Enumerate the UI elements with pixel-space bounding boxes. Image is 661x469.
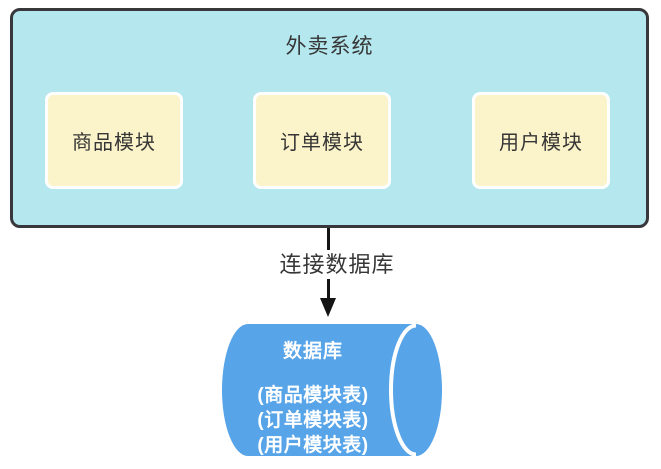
- table-row-user: (用户模块表): [257, 435, 369, 456]
- database-content: 数据库 (商品模块表) (订单模块表) (用户模块表): [222, 324, 404, 458]
- database-tables: (商品模块表) (订单模块表) (用户模块表): [222, 383, 404, 458]
- module-label-product: 商品模块: [72, 132, 156, 154]
- arrow-head-icon: [320, 298, 336, 317]
- module-box-user: 用户模块: [472, 92, 610, 189]
- system-title: 外卖系统: [285, 35, 374, 58]
- module-label-order: 订单模块: [280, 132, 364, 154]
- connection-label: 连接数据库: [274, 250, 400, 279]
- module-box-product: 商品模块: [45, 92, 183, 189]
- table-row-product: (商品模块表): [257, 385, 369, 406]
- system-container: 外卖系统 商品模块 订单模块 用户模块: [10, 8, 649, 228]
- database-cylinder: 数据库 (商品模块表) (订单模块表) (用户模块表): [222, 324, 442, 456]
- module-label-user: 用户模块: [499, 132, 583, 154]
- table-row-order: (订单模块表): [257, 410, 369, 431]
- module-box-order: 订单模块: [253, 92, 391, 189]
- database-title: 数据库: [282, 341, 343, 362]
- database-cylinder-icon: [222, 324, 442, 456]
